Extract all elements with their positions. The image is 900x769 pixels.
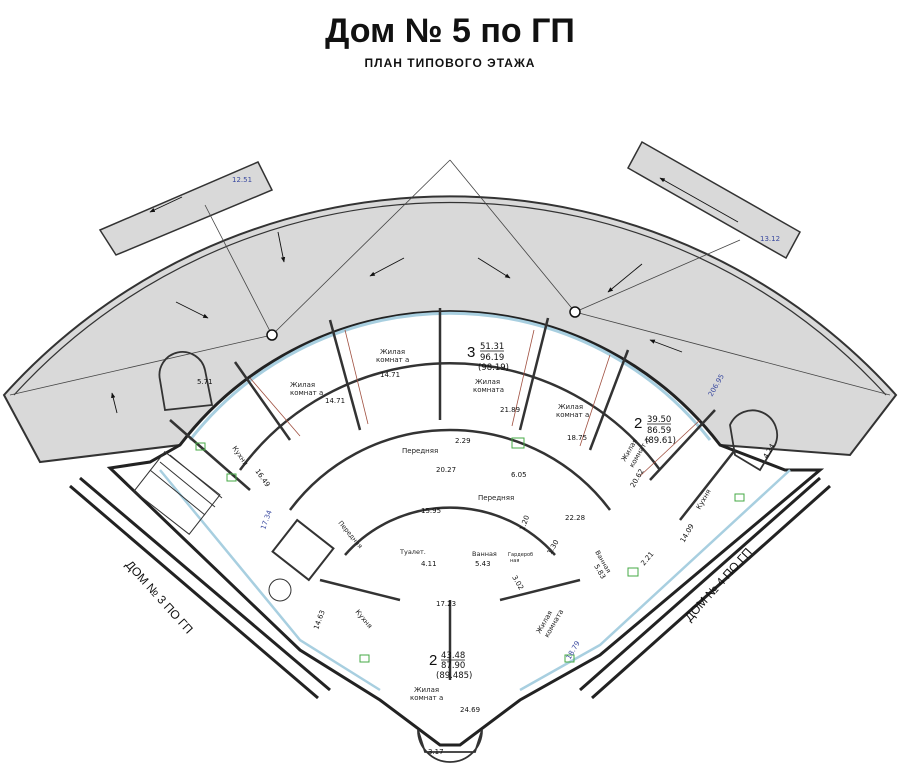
- room-hall-top: Передняя: [402, 447, 438, 455]
- apt-bottom-total-b: (89.485): [436, 671, 472, 681]
- area-wc-top: 2.29: [455, 437, 471, 445]
- drain-point-right: [569, 306, 581, 318]
- apt-top-rooms: 3: [467, 344, 475, 361]
- page-subtitle: ПЛАН ТИПОВОГО ЭТАЖА: [364, 56, 536, 70]
- room-living-bottom-1: Жилая: [414, 686, 439, 694]
- area-corridor: 15.95: [421, 507, 441, 515]
- area-hall-top: 20.27: [436, 466, 456, 474]
- apt-right-living: 39.50: [647, 415, 671, 425]
- dim-balcony-bottom: 3.17: [428, 748, 444, 756]
- area-bath-bottom: 5.43: [475, 560, 491, 568]
- room-bath-bottom: Ванная: [472, 550, 497, 558]
- apt-bottom-total: 87.90: [441, 661, 465, 671]
- terrace-parapet: [13, 201, 887, 396]
- apt-top-total: 96.19: [480, 353, 504, 363]
- label-house-3: ДОМ № 3 ПО ГП: [123, 558, 196, 637]
- drain-point-left: [266, 329, 278, 341]
- room-storage-1: Гардероб: [508, 552, 533, 558]
- party-walls: [69, 476, 831, 700]
- room-living-a-1: Жилая: [290, 381, 315, 389]
- area-living-a: 14.71: [325, 397, 345, 405]
- area-hall-right: 22.28: [565, 514, 585, 522]
- dim-terrace-right: 13.12: [760, 235, 780, 243]
- room-living-b-2: комнат а: [376, 356, 409, 364]
- radial-walls: [169, 308, 736, 680]
- area-wc-bottom: 4.11: [421, 560, 437, 568]
- room-living-main-2: комната: [473, 386, 504, 394]
- apt-bottom-rooms: 2: [429, 652, 437, 669]
- apt-right-total-b: (89.61): [645, 436, 676, 446]
- area-living-bottom: 24.69: [460, 706, 480, 714]
- room-living-a-2: комнат а: [290, 389, 323, 397]
- room-living-c-2: комнат а: [556, 411, 589, 419]
- apartment-bottom: 2 43.48 87.90 (89.485): [429, 651, 472, 681]
- facade-windows-bottom-right: [519, 469, 791, 692]
- drainage-lines: [9, 159, 891, 396]
- apartment-right: 2 39.50 86.59 (89.61): [634, 415, 676, 446]
- partition-lines: [249, 329, 701, 477]
- area-living-main: 21.89: [500, 406, 520, 414]
- facade-windows-bottom-left: [159, 469, 381, 692]
- stair-block: [133, 451, 335, 602]
- area-bath-top: 6.05: [511, 471, 527, 479]
- terrace-right-wing: [626, 140, 802, 260]
- room-living-bottom-2: комнат а: [410, 694, 443, 702]
- area-living-c: 18.75: [567, 434, 587, 442]
- inner-walls: [238, 362, 662, 556]
- apartment-top: 3 51.31 96.19 (98.19): [467, 342, 509, 373]
- balconies: [158, 351, 778, 763]
- apt-top-total-b: (98.19): [478, 363, 509, 373]
- room-living-c-1: Жилая: [558, 403, 583, 411]
- dim-balcony-left: 5.71: [197, 378, 213, 386]
- room-wc-bottom: Туалет.: [399, 548, 426, 556]
- apt-bottom-living: 43.48: [441, 651, 465, 661]
- area-hall-bottom: 17.23: [436, 600, 456, 608]
- facade-windows: [188, 311, 712, 441]
- apt-right-total: 86.59: [647, 426, 671, 436]
- room-living-main-1: Жилая: [475, 378, 500, 386]
- bath-fixtures: [195, 437, 745, 663]
- apt-top-living: 51.31: [480, 342, 504, 352]
- drainage-arrows: [111, 177, 739, 414]
- area-living-b: 14.71: [380, 371, 400, 379]
- room-living-b-1: Жилая: [380, 348, 405, 356]
- apt-right-rooms: 2: [634, 415, 642, 432]
- room-hall-right: Передняя: [478, 494, 514, 502]
- terrace-left-wing: [98, 161, 274, 256]
- page-title: Дом № 5 по ГП: [325, 12, 575, 50]
- room-storage-2: ная: [510, 558, 519, 564]
- dim-terrace-left: 12.51: [232, 176, 252, 184]
